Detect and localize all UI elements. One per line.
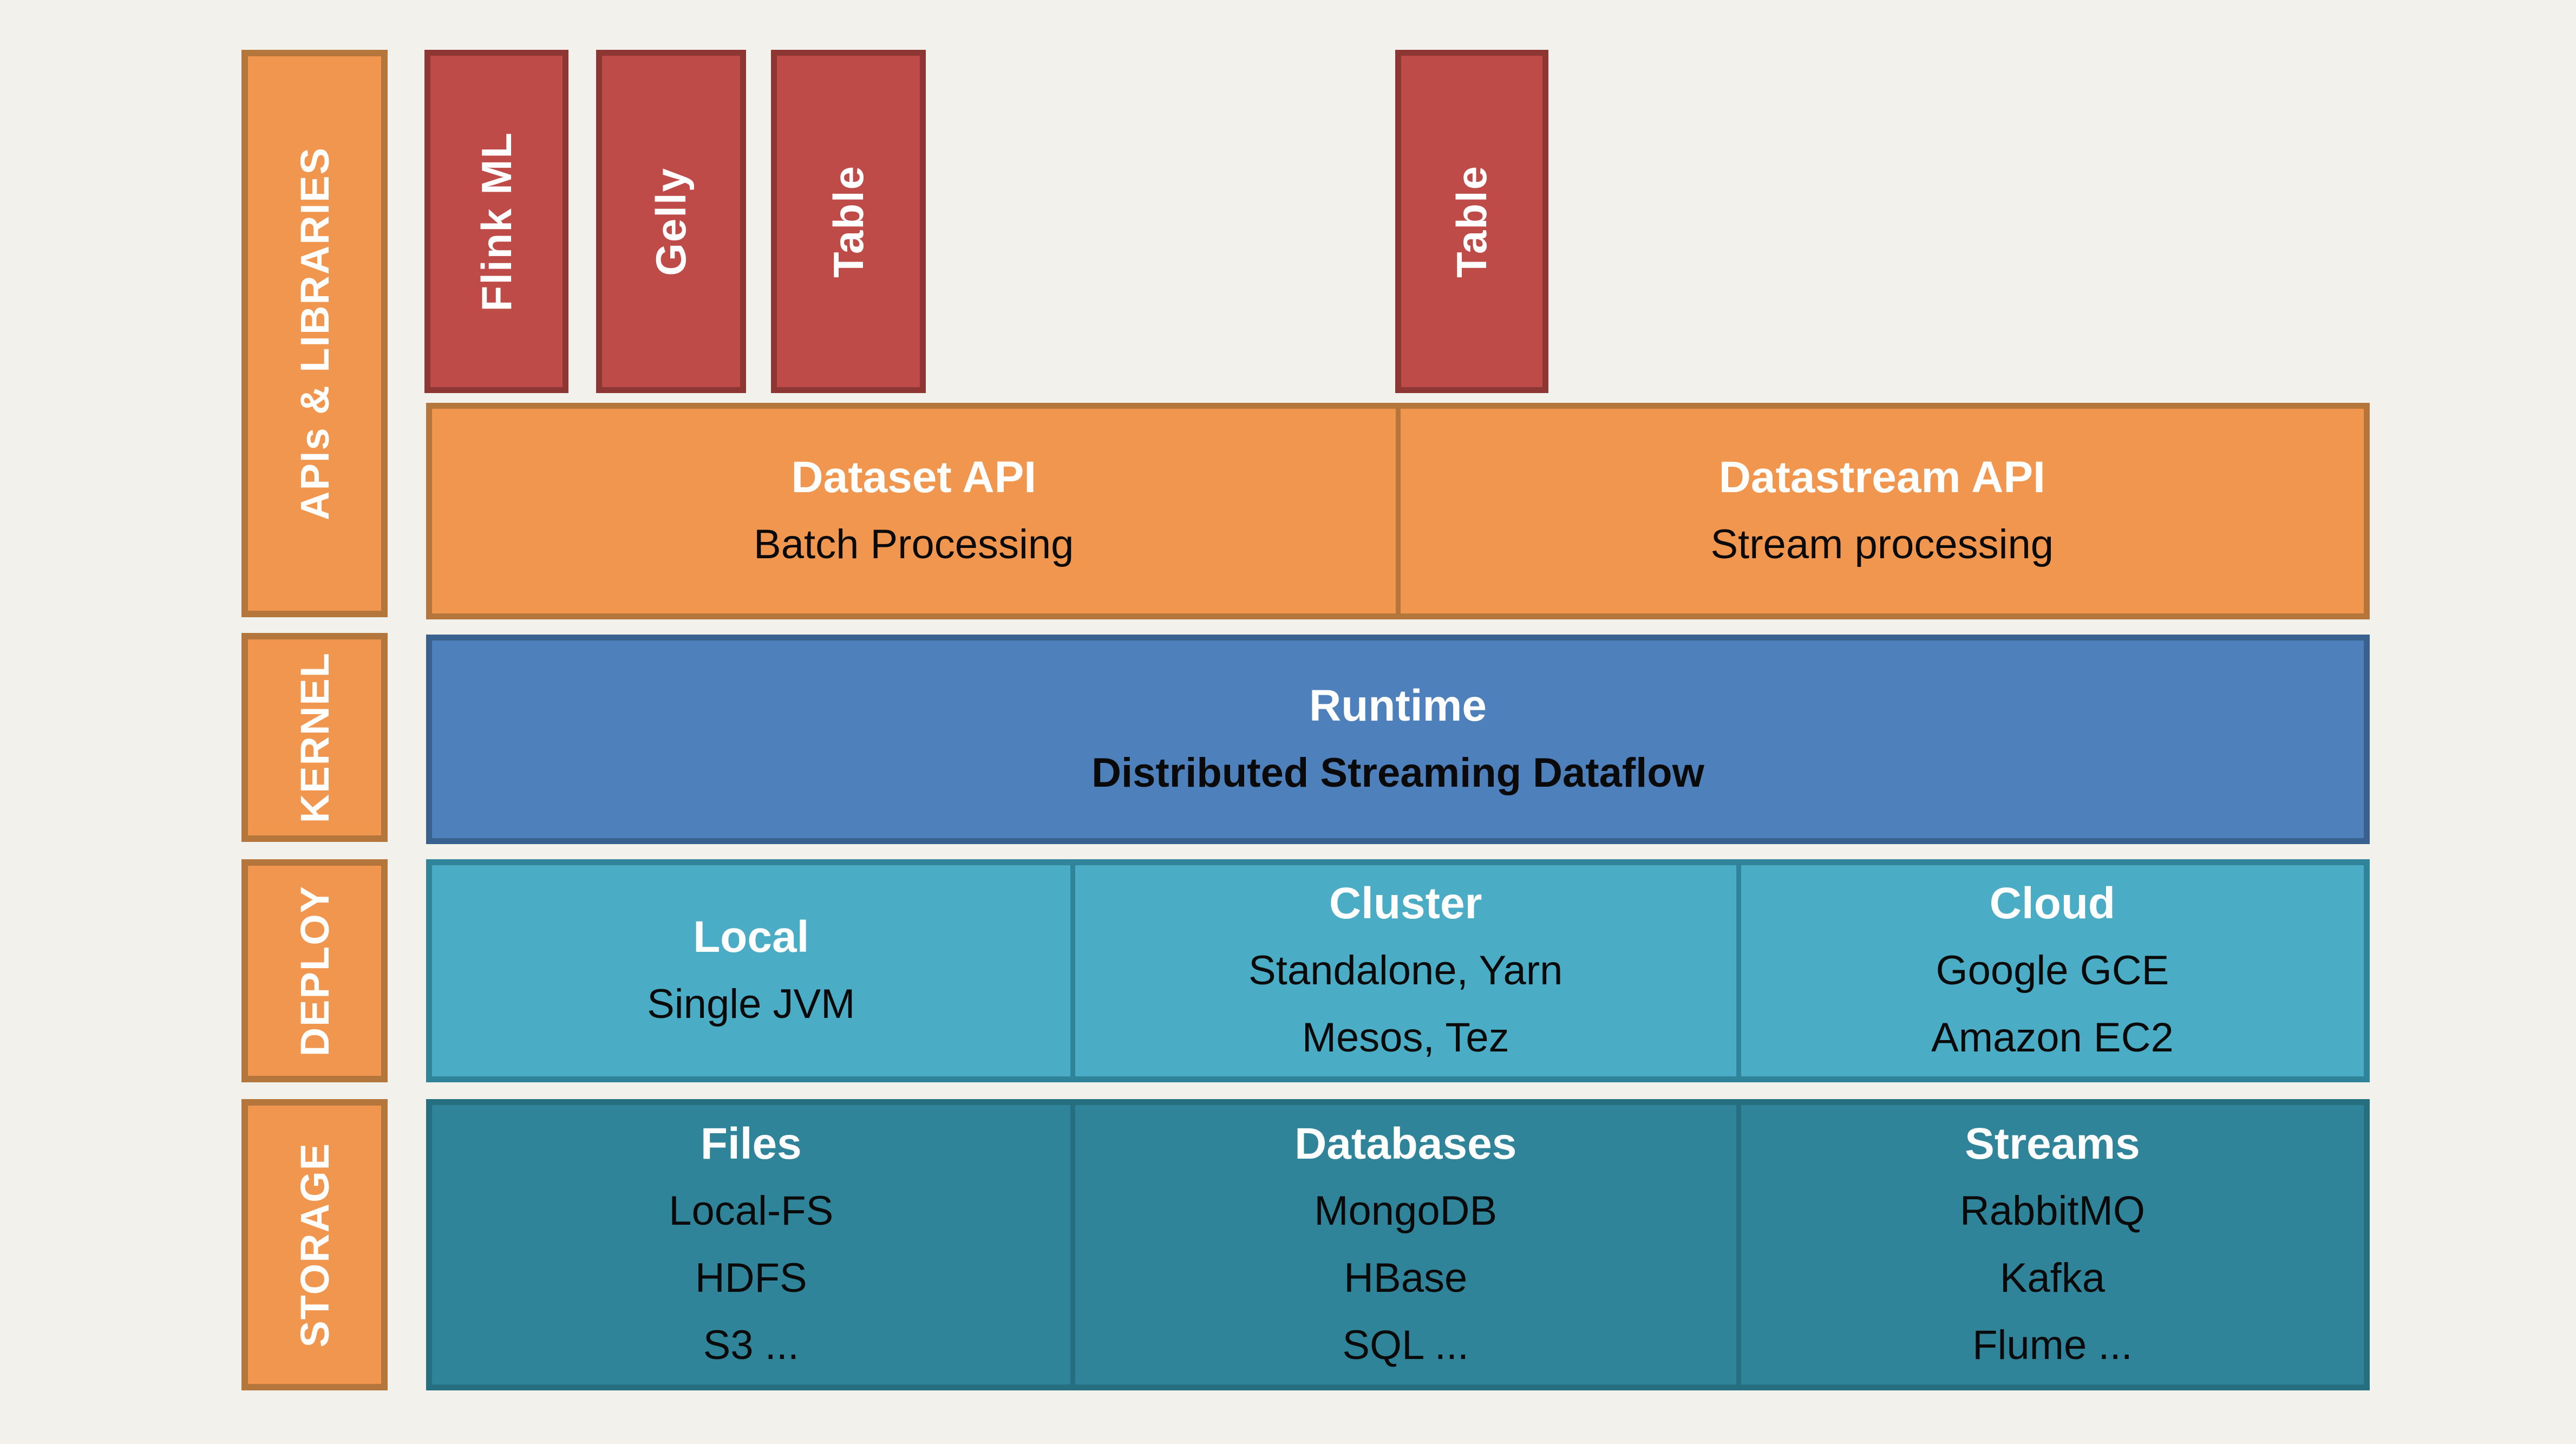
sidebar-label-deploy: DEPLOY — [292, 885, 337, 1057]
storage-streams-line-3: Flume ... — [1972, 1322, 2133, 1368]
storage-streams-title: Streams — [1965, 1119, 2140, 1168]
storage-row: Files Local-FS HDFS S3 ... Databases Mon… — [426, 1099, 2370, 1390]
datastream-api-title: Datastream API — [1718, 453, 2045, 502]
deploy-cluster-title: Cluster — [1329, 879, 1482, 928]
api-row-divider — [1395, 409, 1401, 613]
sidebar-item-apis-libraries: APIs & LIBRARIES — [241, 50, 388, 617]
library-box-table-batch: Table — [771, 50, 926, 393]
library-label-table-batch: Table — [824, 165, 872, 278]
runtime-row: Runtime Distributed Streaming Dataflow — [426, 635, 2370, 844]
sidebar-item-kernel: KERNEL — [241, 633, 388, 842]
storage-databases-line-1: MongoDB — [1314, 1188, 1498, 1234]
storage-cell-streams: Streams RabbitMQ Kafka Flume ... — [1741, 1105, 2364, 1384]
storage-files-line-2: HDFS — [695, 1255, 807, 1301]
deploy-local-line-1: Single JVM — [647, 981, 855, 1027]
storage-databases-title: Databases — [1294, 1119, 1517, 1168]
deploy-cell-cluster: Cluster Standalone, Yarn Mesos, Tez — [1075, 865, 1736, 1076]
storage-streams-line-1: RabbitMQ — [1959, 1188, 2145, 1234]
runtime-title: Runtime — [1309, 681, 1487, 730]
library-label-gelly: Gelly — [647, 167, 695, 276]
deploy-cloud-title: Cloud — [1989, 879, 2116, 928]
sidebar-item-storage: STORAGE — [241, 1099, 388, 1390]
storage-row-divider-1 — [1070, 1105, 1075, 1384]
storage-files-line-3: S3 ... — [703, 1322, 799, 1368]
storage-files-line-1: Local-FS — [669, 1188, 834, 1234]
dataset-api-title: Dataset API — [791, 453, 1037, 502]
deploy-cluster-line-2: Mesos, Tez — [1302, 1015, 1509, 1061]
storage-row-divider-2 — [1736, 1105, 1741, 1384]
api-row: Dataset API Batch Processing Datastream … — [426, 403, 2370, 619]
deploy-cloud-line-1: Google GCE — [1936, 948, 2169, 994]
sidebar-item-deploy: DEPLOY — [241, 859, 388, 1082]
library-label-flink-ml: Flink ML — [472, 131, 520, 312]
storage-cell-files: Files Local-FS HDFS S3 ... — [432, 1105, 1070, 1384]
storage-databases-line-2: HBase — [1344, 1255, 1468, 1301]
deploy-row-divider-1 — [1070, 865, 1075, 1076]
deploy-cloud-line-2: Amazon EC2 — [1931, 1015, 2174, 1061]
deploy-cluster-line-1: Standalone, Yarn — [1248, 948, 1563, 994]
storage-cell-databases: Databases MongoDB HBase SQL ... — [1075, 1105, 1736, 1384]
library-box-table-stream: Table — [1395, 50, 1548, 393]
deploy-row: Local Single JVM Cluster Standalone, Yar… — [426, 859, 2370, 1082]
dataset-api-subtitle: Batch Processing — [754, 521, 1074, 567]
datastream-api-cell: Datastream API Stream processing — [1401, 409, 2364, 613]
deploy-row-divider-2 — [1736, 865, 1741, 1076]
runtime-subtitle: Distributed Streaming Dataflow — [1091, 749, 1704, 796]
library-box-gelly: Gelly — [596, 50, 746, 393]
dataset-api-cell: Dataset API Batch Processing — [432, 409, 1396, 613]
sidebar-label-kernel: KERNEL — [292, 651, 337, 824]
library-box-flink-ml: Flink ML — [424, 50, 568, 393]
sidebar-label-apis-libraries: APIs & LIBRARIES — [292, 147, 337, 520]
storage-files-title: Files — [700, 1119, 802, 1168]
deploy-cell-cloud: Cloud Google GCE Amazon EC2 — [1741, 865, 2364, 1076]
deploy-local-title: Local — [693, 912, 809, 962]
deploy-cell-local: Local Single JVM — [432, 865, 1070, 1076]
storage-databases-line-3: SQL ... — [1342, 1322, 1469, 1368]
sidebar-label-storage: STORAGE — [292, 1142, 337, 1348]
datastream-api-subtitle: Stream processing — [1710, 521, 2054, 567]
storage-streams-line-2: Kafka — [1999, 1255, 2106, 1301]
library-label-table-stream: Table — [1448, 165, 1495, 278]
